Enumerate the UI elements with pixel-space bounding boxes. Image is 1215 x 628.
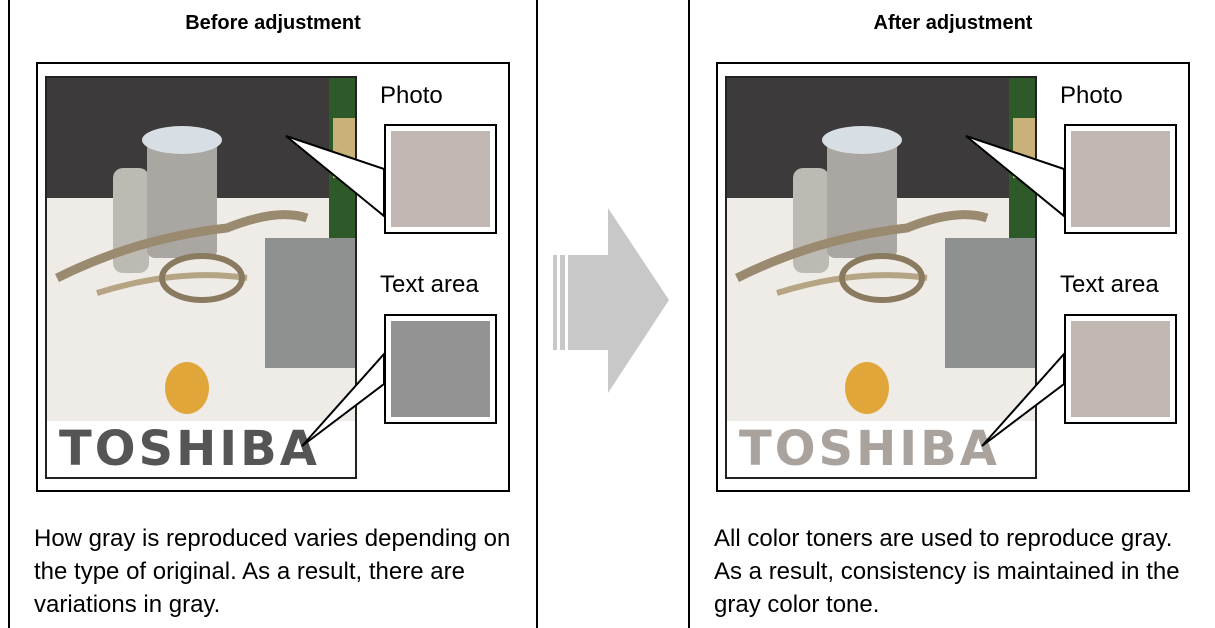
before-photo-swatch [384, 124, 497, 234]
after-logo: TOSHIBA [727, 421, 1035, 477]
after-text-swatch-fill [1071, 321, 1170, 417]
before-frame: TOSHIBA Photo Text area [36, 62, 510, 492]
before-logo: TOSHIBA [47, 421, 355, 477]
after-frame: TOSHIBA Photo Text area [716, 62, 1190, 492]
before-caption: How gray is reproduced varies depending … [34, 522, 524, 621]
still-life-photo [47, 78, 357, 479]
after-text-label: Text area [1060, 271, 1159, 299]
right-arrow-icon [553, 208, 669, 393]
after-photo: TOSHIBA [725, 76, 1037, 479]
before-text-label: Text area [380, 271, 479, 299]
after-panel: After adjustment TOSHIBA Photo Tex [688, 0, 1215, 628]
after-photo-swatch [1064, 124, 1177, 234]
still-life-photo [727, 78, 1037, 479]
after-photo-swatch-fill [1071, 131, 1170, 227]
before-photo: TOSHIBA [45, 76, 357, 479]
before-photo-label: Photo [380, 82, 443, 110]
after-caption: All color toners are used to reproduce g… [714, 522, 1204, 621]
before-panel: Before adjustment TOSHIBA Photo Te [8, 0, 538, 628]
before-text-swatch [384, 314, 497, 424]
after-title: After adjustment [690, 12, 1215, 35]
after-text-swatch [1064, 314, 1177, 424]
before-text-swatch-fill [391, 321, 490, 417]
before-title: Before adjustment [10, 12, 536, 35]
after-photo-label: Photo [1060, 82, 1123, 110]
before-photo-swatch-fill [391, 131, 490, 227]
